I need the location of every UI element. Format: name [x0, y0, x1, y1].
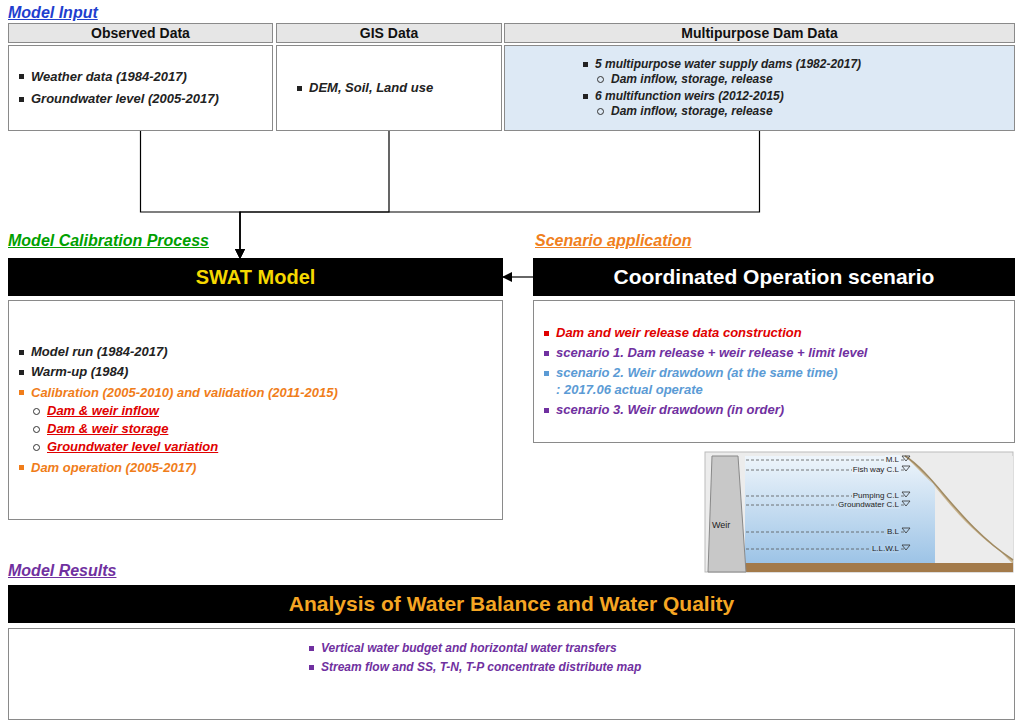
- bullet-mark: [544, 371, 549, 376]
- content-box: DEM, Soil, Land use: [276, 45, 502, 131]
- level-label: B.L: [886, 527, 900, 536]
- bullet-mark: [597, 76, 604, 83]
- bullet-row: scenario 2. Weir drawdown (at the same t…: [544, 365, 1014, 381]
- connector: [240, 131, 760, 258]
- bullet-row: Groundwater level variation: [19, 439, 502, 455]
- bullet-row: Dam & weir storage: [19, 421, 502, 437]
- connector: [503, 276, 533, 277]
- node-text: Weather data (1984-2017): [31, 69, 187, 85]
- bullet-row: : 2017.06 actual operate: [544, 382, 1014, 398]
- bullet-mark: [297, 86, 302, 91]
- node-text: Dam and weir release data construction: [556, 325, 802, 341]
- bullet-row: Stream flow and SS, T-N, T-P concentrate…: [309, 660, 1014, 675]
- node-text: Model run (1984-2017): [31, 344, 168, 360]
- node-text: Analysis of Water Balance and Water Qual…: [289, 592, 734, 616]
- content-box: Vertical water budget and horizontal wat…: [8, 628, 1015, 720]
- level-label: Groundwater C.L: [837, 500, 900, 509]
- node-text: GIS Data: [360, 25, 418, 41]
- bullet-mark: [544, 331, 549, 336]
- bullet-mark: [19, 97, 24, 102]
- node-text: Groundwater level (2005-2017): [31, 91, 219, 107]
- node-text: Observed Data: [91, 25, 190, 41]
- bullet-row: DEM, Soil, Land use: [297, 80, 501, 96]
- content-box: Dam and weir release data construction sc…: [533, 300, 1015, 443]
- bullet-mark: [309, 665, 314, 670]
- header-box: GIS Data: [276, 23, 502, 43]
- bullet-mark: [583, 62, 588, 67]
- node-text: : 2017.06 actual operate: [556, 382, 703, 398]
- level-label: Pumping C.L: [852, 491, 900, 500]
- node-text: DEM, Soil, Land use: [309, 80, 433, 96]
- bullet-mark: [19, 370, 24, 375]
- node-text: Dam & weir storage: [47, 421, 168, 437]
- section-heading: Model Input: [8, 4, 98, 22]
- header-box: Multipurpose Dam Data: [504, 23, 1015, 43]
- node-text: 5 multipurpose water supply dams (1982-2…: [595, 57, 861, 72]
- level-label: Fish way C.L: [852, 465, 900, 474]
- bullet-row: scenario 3. Weir drawdown (in order): [544, 402, 1014, 418]
- bullet-row: Warm-up (1984): [19, 364, 502, 380]
- bullet-row: scenario 1. Dam release + weir release +…: [544, 345, 1014, 361]
- bullet-row: Vertical water budget and horizontal wat…: [309, 641, 1014, 656]
- node-text: Warm-up (1984): [31, 364, 128, 380]
- level-label: M.L: [885, 455, 900, 464]
- section-heading: Model Calibration Process: [8, 232, 209, 250]
- node-text: SWAT Model: [196, 266, 316, 289]
- bullet-mark: [33, 444, 40, 451]
- bullet-mark: [19, 350, 24, 355]
- model-title-box: SWAT Model: [8, 258, 503, 296]
- bullet-mark: [544, 408, 549, 413]
- bullet-row: Dam and weir release data construction: [544, 325, 1014, 341]
- bullet-row: Dam inflow, storage, release: [583, 104, 1014, 119]
- bullet-mark: [19, 465, 24, 470]
- bullet-row: Calibration (2005-2010) and validation (…: [19, 385, 502, 401]
- section-heading: Model Results: [8, 562, 116, 580]
- weir-label: Weir: [712, 520, 730, 530]
- node-text: Coordinated Operation scenario: [614, 265, 935, 289]
- content-box: Model run (1984-2017) Warm-up (1984) Calib…: [8, 300, 503, 520]
- node-text: Dam inflow, storage, release: [611, 72, 773, 87]
- node-text: Vertical water budget and horizontal wat…: [321, 641, 617, 656]
- node-text: Dam inflow, storage, release: [611, 104, 773, 119]
- bullet-row: Weather data (1984-2017): [19, 69, 272, 85]
- bullet-row: Dam operation (2005-2017): [19, 460, 502, 476]
- bullet-mark: [33, 408, 40, 415]
- node-text: Dam & weir inflow: [47, 403, 159, 419]
- bullet-mark: [597, 108, 604, 115]
- bullet-mark: [19, 74, 24, 79]
- bullet-mark: [309, 646, 314, 651]
- bullet-row: Dam inflow, storage, release: [583, 72, 1014, 87]
- bullet-row: Dam & weir inflow: [19, 403, 502, 419]
- node-text: Multipurpose Dam Data: [681, 25, 837, 41]
- bullet-row: 5 multipurpose water supply dams (1982-2…: [583, 57, 1014, 72]
- header-box: Observed Data: [8, 23, 273, 43]
- bullet-row: 6 multifunction weirs (2012-2015): [583, 89, 1014, 104]
- node-text: scenario 1. Dam release + weir release +…: [556, 345, 867, 361]
- bullet-mark: [544, 351, 549, 356]
- level-label: L.L.W.L: [871, 544, 900, 553]
- bullet-mark: [19, 390, 24, 395]
- bullet-row: Model run (1984-2017): [19, 344, 502, 360]
- results-title-box: Analysis of Water Balance and Water Qual…: [8, 585, 1015, 623]
- content-box: 5 multipurpose water supply dams (1982-2…: [504, 45, 1015, 131]
- section-heading: Scenario application: [535, 232, 691, 250]
- node-text: scenario 2. Weir drawdown (at the same t…: [556, 365, 838, 381]
- scenario-title-box: Coordinated Operation scenario: [533, 258, 1015, 296]
- node-text: Calibration (2005-2010) and validation (…: [31, 385, 338, 401]
- bullet-mark: [33, 426, 40, 433]
- content-box: Weather data (1984-2017) Groundwater leve…: [8, 45, 273, 131]
- connector: [240, 131, 389, 258]
- node-text: Stream flow and SS, T-N, T-P concentrate…: [321, 660, 641, 675]
- node-text: Groundwater level variation: [47, 439, 218, 455]
- node-text: 6 multifunction weirs (2012-2015): [595, 89, 784, 104]
- bullet-row: Groundwater level (2005-2017): [19, 91, 272, 107]
- node-text: Dam operation (2005-2017): [31, 460, 196, 476]
- bullet-mark: [583, 94, 588, 99]
- node-text: scenario 3. Weir drawdown (in order): [556, 402, 784, 418]
